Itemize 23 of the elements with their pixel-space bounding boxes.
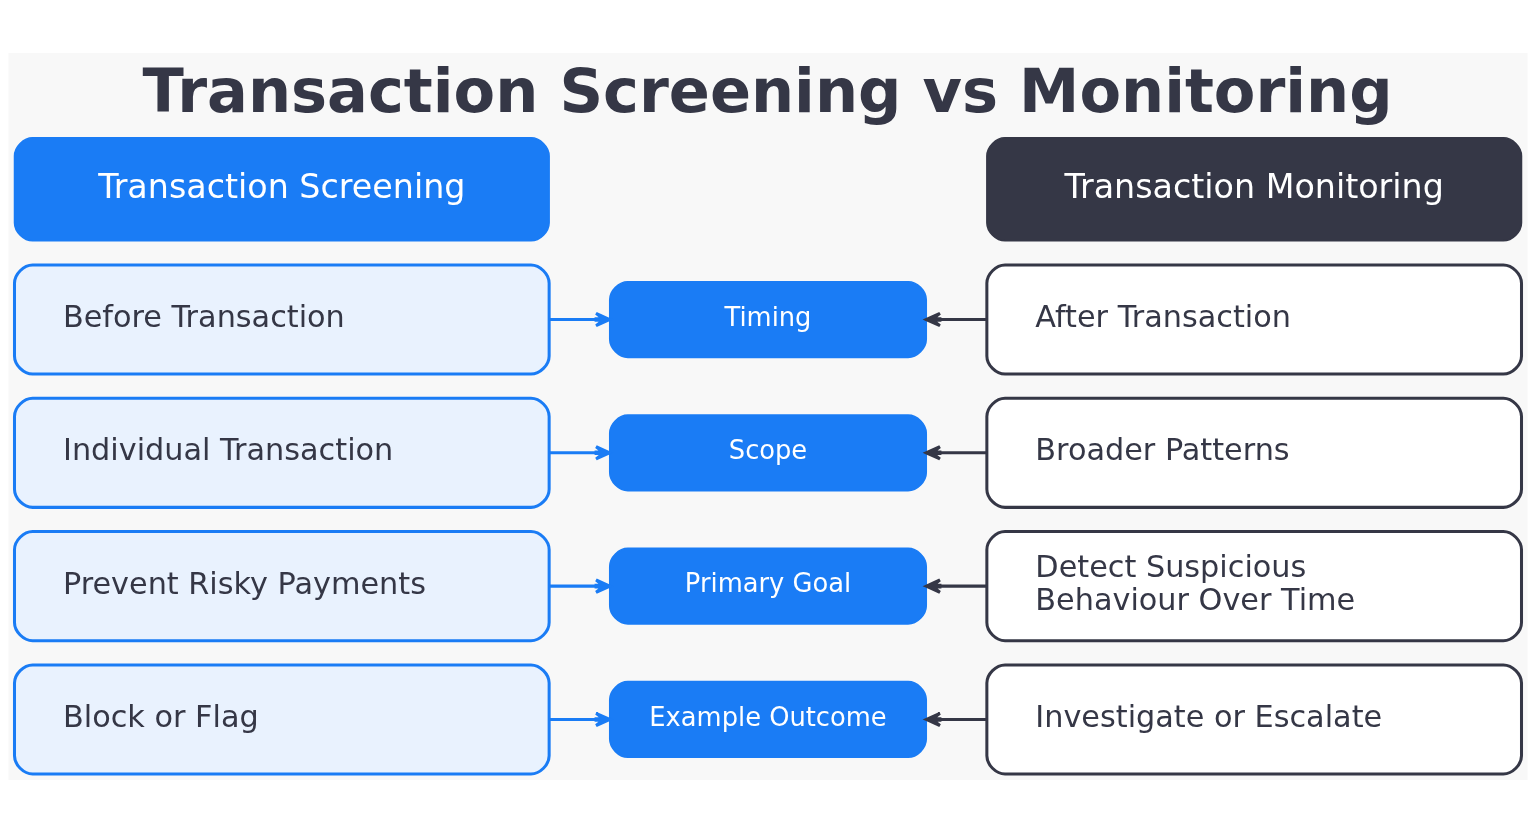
node-box: After Transaction (985, 263, 1524, 376)
arrow (549, 711, 612, 728)
node-box: Investigate or Escalate (985, 663, 1524, 776)
arrow (924, 578, 987, 594)
arrow (549, 311, 612, 328)
node-box: Timing (608, 280, 928, 359)
node-box: Detect Suspicious Behaviour Over Time (985, 530, 1524, 643)
diagram-title: Transaction Screening vs Monitoring (142, 56, 1393, 127)
node-box: Scope (608, 414, 928, 492)
arrow (924, 311, 987, 328)
arrow (924, 445, 987, 461)
node-box: Before Transaction (12, 263, 551, 376)
node-box: Block or Flag (12, 663, 551, 776)
node-box: Individual Transaction (12, 396, 551, 509)
arrow (924, 711, 987, 728)
node-box: Transaction Monitoring (986, 137, 1523, 242)
node-box: Primary Goal (608, 547, 928, 625)
node-box: Prevent Risky Payments (12, 530, 551, 643)
node-box: Transaction Screening (13, 137, 550, 242)
node-box: Example Outcome (608, 680, 928, 759)
arrow (549, 445, 612, 461)
node-box: Broader Patterns (985, 396, 1524, 509)
arrow (549, 578, 612, 594)
